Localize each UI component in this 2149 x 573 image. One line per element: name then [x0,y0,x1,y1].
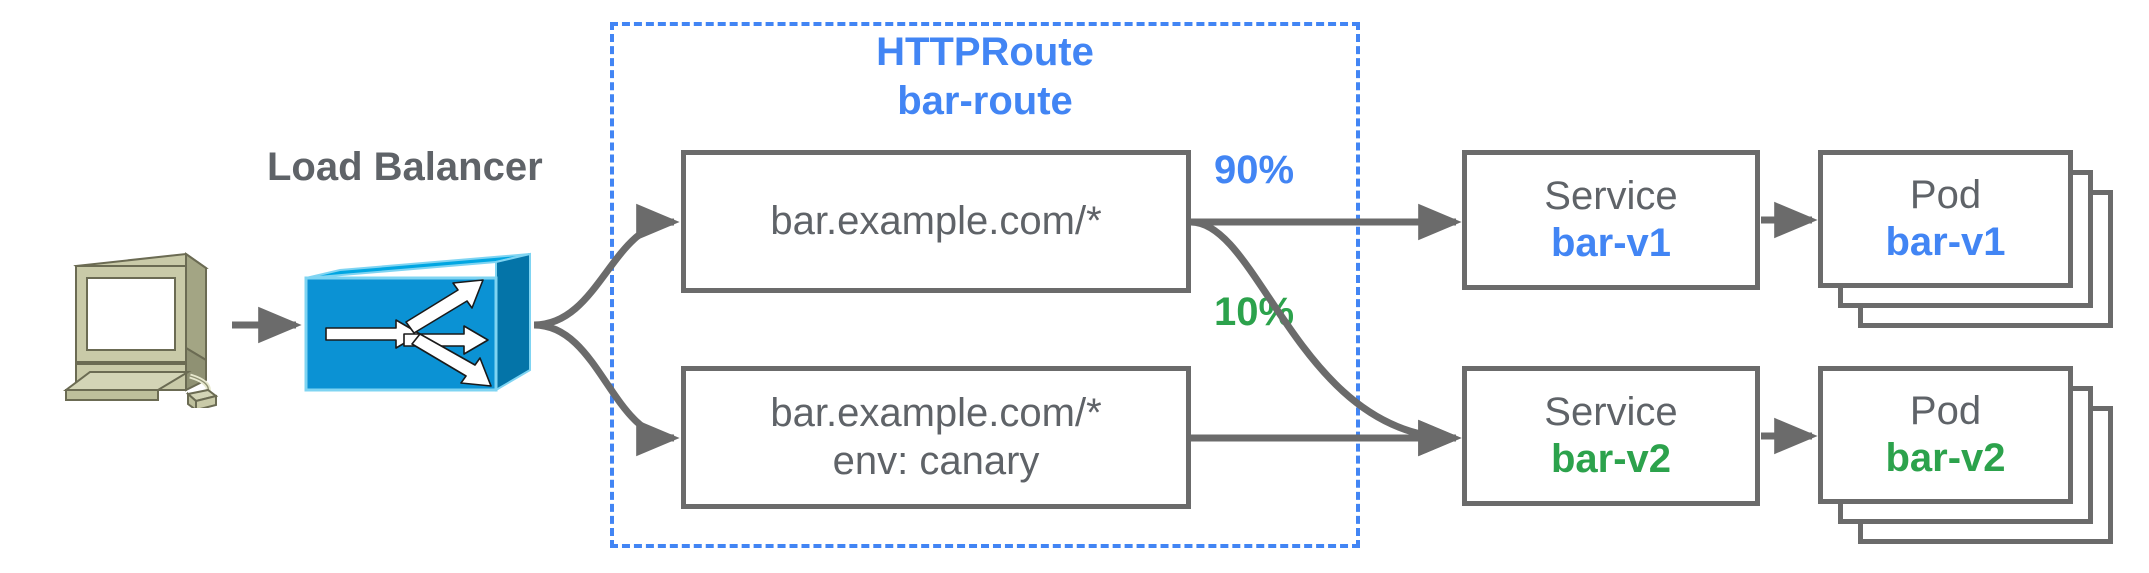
load-balancer-switch-icon [300,250,536,400]
service-name-2: bar-v2 [1550,437,1672,481]
service-box-bar-v2[interactable]: Service bar-v2 [1462,366,1760,506]
edge-lb-to-rule-2 [533,321,680,457]
httproute-name-label: bar-route [897,78,1073,123]
weight-label-90: 90% [1214,148,1295,192]
route-rule-match-1: bar.example.com/* [770,198,1102,243]
pod-kind-2: Pod [1909,388,1982,433]
httproute-region [610,22,1360,548]
route-rule-box-2[interactable]: bar.example.com/* env: canary [681,366,1191,509]
edge-lb-to-rule-1 [533,203,680,329]
httproute-title: HTTPRoute bar-route [610,28,1360,126]
service-kind-2: Service [1544,389,1678,434]
service-box-bar-v1[interactable]: Service bar-v1 [1462,150,1760,290]
service-name-1: bar-v1 [1550,221,1672,265]
edge-rule1-to-service-v2 [1190,218,1462,457]
httproute-kind-label: HTTPRoute [876,30,1094,74]
route-rule-match-2: bar.example.com/* [770,391,1102,436]
route-rule-box-1[interactable]: bar.example.com/* [681,150,1191,293]
route-rule-header-2: env: canary [832,438,1040,483]
pod-box-bar-v1[interactable]: Pod bar-v1 [1818,150,2073,288]
workstation-icon [38,248,223,412]
pod-name-1: bar-v1 [1885,220,2006,264]
pod-name-2: bar-v2 [1885,436,2006,480]
pod-kind-1: Pod [1909,172,1982,217]
load-balancer-label: Load Balancer [267,145,543,189]
service-kind-1: Service [1544,173,1678,218]
pod-box-bar-v2[interactable]: Pod bar-v2 [1818,366,2073,504]
